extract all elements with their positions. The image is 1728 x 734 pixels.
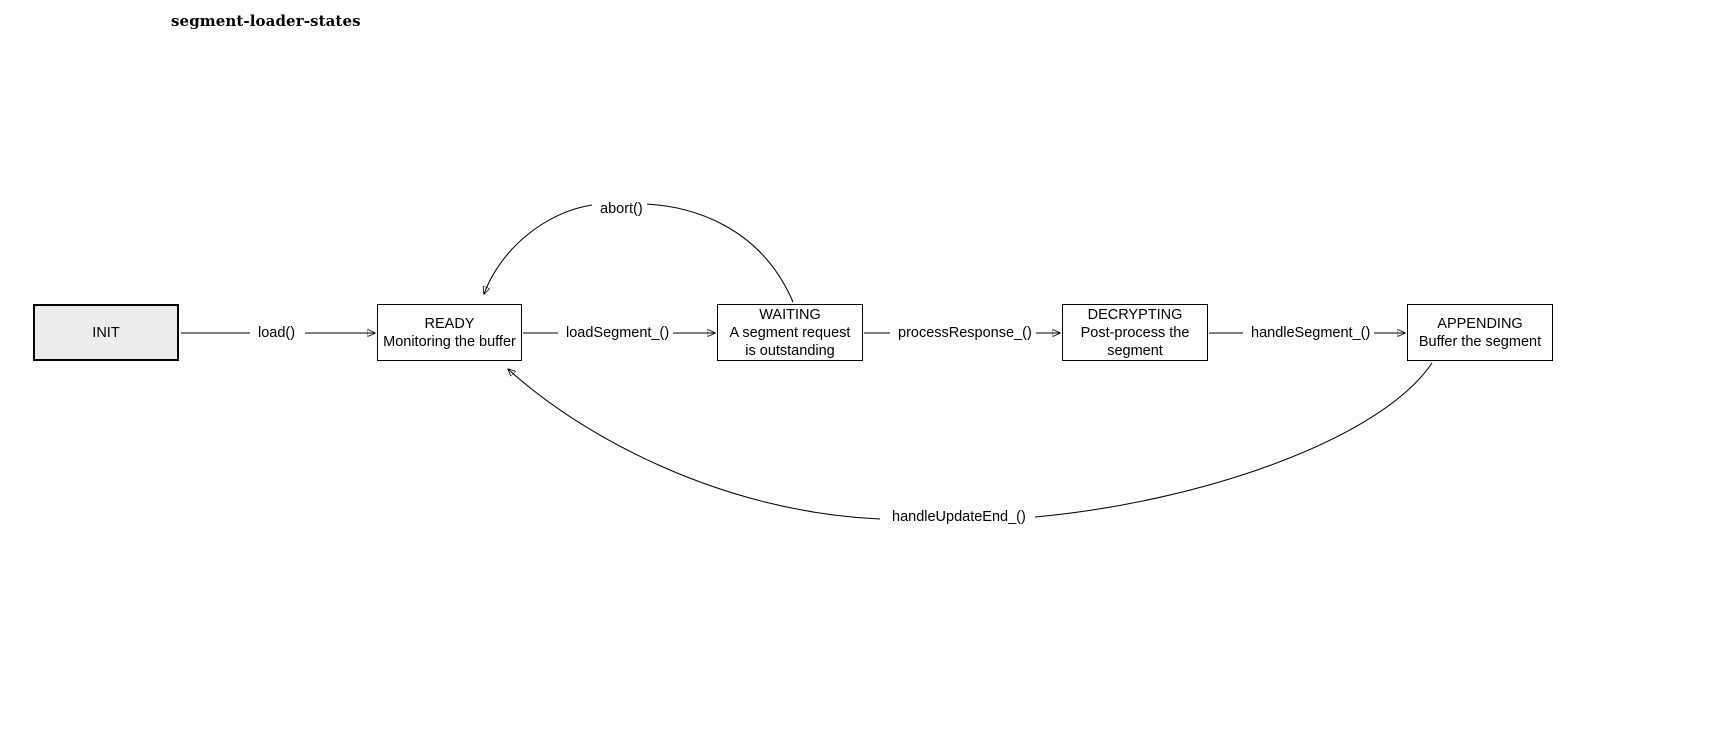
page-title: segment-loader-states [171, 12, 361, 30]
state-node-appending[interactable]: APPENDING Buffer the segment [1407, 304, 1553, 361]
edge-waiting-to-ready-abort [484, 203, 794, 303]
edge-appending-to-ready-handleupdateend [508, 362, 1433, 520]
transition-label-processresponse: processResponse_() [894, 325, 1036, 342]
state-node-init[interactable]: INIT [33, 304, 179, 361]
state-node-waiting[interactable]: WAITING A segment request is outstanding [717, 304, 863, 361]
state-name-decrypting: DECRYPTING [1087, 306, 1183, 323]
state-name-appending: APPENDING [1437, 315, 1523, 332]
state-node-ready[interactable]: READY Monitoring the buffer [377, 304, 522, 361]
state-description-decrypting-line1: Post-process the [1080, 324, 1190, 341]
state-description-waiting-line2: is outstanding [745, 342, 835, 359]
state-description-appending: Buffer the segment [1418, 333, 1542, 350]
transition-label-loadsegment: loadSegment_() [562, 325, 674, 342]
transition-label-handleupdateend: handleUpdateEnd_() [888, 509, 1030, 526]
state-name-waiting: WAITING [759, 306, 821, 323]
transition-label-handlesegment: handleSegment_() [1247, 325, 1375, 342]
state-name-init: INIT [92, 324, 120, 341]
state-description-ready: Monitoring the buffer [383, 333, 516, 350]
state-name-ready: READY [424, 315, 475, 332]
state-description-waiting-line1: A segment request [729, 324, 851, 341]
state-description-decrypting-line2: segment [1107, 342, 1163, 359]
transition-label-load: load() [254, 325, 300, 342]
state-node-decrypting[interactable]: DECRYPTING Post-process the segment [1062, 304, 1208, 361]
transition-label-abort: abort() [596, 201, 647, 218]
